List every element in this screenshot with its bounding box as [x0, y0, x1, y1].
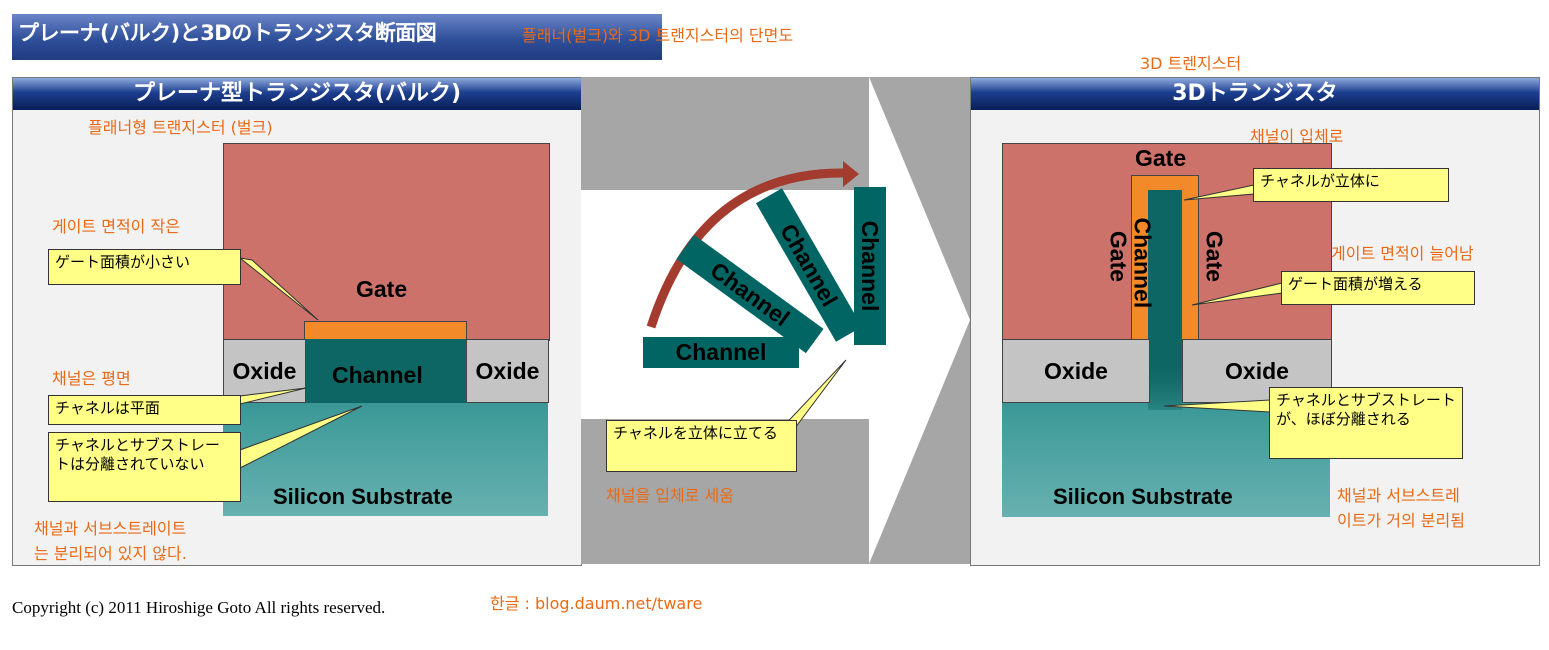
left-korean-subtitle: 플래너형 트랜지스터 (벌크): [88, 118, 273, 137]
callout-3d-channel: チャネルが立体に: [1253, 168, 1449, 202]
planar-oxide-left: Oxide: [223, 339, 306, 403]
callout-not-separated: チャネルとサブストレートは分離されていない: [48, 432, 241, 502]
planar-gate-label: Gate: [356, 276, 408, 302]
3d-gate-top-label: Gate: [1135, 145, 1187, 171]
title-korean: 플래너(벌크)와 3D 트랜지스터의 단면도: [522, 26, 794, 45]
kr-channel-flat: 채널은 평면: [52, 369, 131, 388]
kr-separated-line1: 채널과 서브스트레이트: [34, 519, 187, 538]
kr-separated-3d-line1: 채널과 서브스트레: [1337, 486, 1460, 505]
callout-channel-flat: チャネルは平面: [48, 395, 241, 425]
title-bar: [12, 14, 662, 60]
kr-separated-3d-line2: 이트가 거의 분리됨: [1337, 511, 1465, 530]
right-panel-header: 3Dトランジスタ: [971, 78, 1539, 110]
page-title: プレーナ(バルク)と3Dのトランジスタ断面図: [18, 21, 437, 45]
callout-stand-channel: チャネルを立体に立てる: [606, 420, 797, 472]
planar-substrate-label: Silicon Substrate: [273, 484, 453, 509]
korean-credit: 한글 : blog.daum.net/tware: [490, 594, 703, 613]
left-panel-header: プレーナ型トランジスタ(バルク): [13, 78, 581, 110]
kr-small-gate: 게이트 면적이 작은: [52, 217, 180, 236]
copyright: Copyright (c) 2011 Hiroshige Goto All ri…: [12, 598, 386, 617]
channel-bar-horizontal: Channel: [643, 337, 799, 368]
kr-gate-increase: 게이트 면적이 늘어남: [1331, 244, 1474, 263]
top-right-korean: 3D 트렌지스터: [1140, 54, 1242, 73]
callout-gate-small: ゲート面積が小さい: [48, 249, 241, 285]
planar-oxide-right: Oxide: [466, 339, 549, 403]
planar-gate: [223, 143, 550, 341]
3d-oxide-left: Oxide: [1002, 339, 1150, 403]
callout-gate-increase: ゲート面積が増える: [1281, 271, 1475, 305]
3d-channel-fin: [1148, 190, 1182, 410]
kr-stand-channel: 채널을 입체로 세움: [606, 486, 734, 505]
planar-channel: [304, 339, 466, 403]
kr-3d-channel: 채널이 입체로: [1250, 127, 1344, 146]
callout-mostly-separated: チャネルとサブストレートが、ほぼ分離される: [1269, 387, 1463, 459]
3d-substrate-label: Silicon Substrate: [1053, 484, 1233, 509]
planar-channel-label: Channel: [332, 362, 423, 388]
kr-separated-line2: 는 분리되어 있지 않다.: [34, 544, 187, 563]
